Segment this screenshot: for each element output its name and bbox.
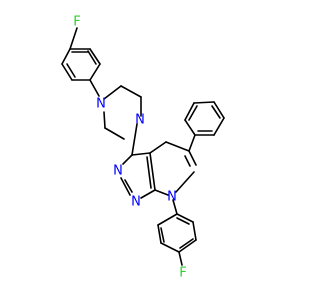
bond [61,48,71,65]
bond [188,134,196,152]
bond [188,150,197,166]
nitrogen-atom-piperazine-1: N [96,97,106,112]
bond [160,227,165,243]
bond [213,117,225,136]
bond [140,189,156,199]
bond [154,189,169,196]
bond [66,63,76,78]
bond [193,101,215,104]
bond [120,85,142,98]
bond [165,141,190,152]
bond [149,141,167,154]
bond [160,242,180,253]
bond [157,213,178,226]
bond [176,217,190,225]
bonds-layer [61,27,225,266]
bond [192,221,197,241]
bond [184,155,191,167]
bond [103,111,106,129]
bond [146,156,152,189]
bond [104,127,125,140]
bond [103,85,122,100]
bond [178,251,183,266]
nitrogen-atom-pyrimidine-1: N [113,164,123,179]
bond [120,177,131,196]
bond [176,213,194,223]
bond [89,79,100,97]
nitrogen-atom-pyrrole: N [167,190,177,205]
bond [131,152,151,156]
bond [124,179,133,193]
structure-canvas: F N N N N N F [61,14,225,281]
bond [89,48,101,65]
bond [184,119,196,136]
bond [157,224,162,244]
bond [184,102,195,121]
bond [188,105,198,121]
fluorine-atom-top: F [73,15,80,30]
nitrogen-atom-piperazine-4: N [135,113,145,128]
fluorine-atom-bottom: F [179,266,186,281]
nitrogen-atom-pyrimidine-3: N [131,195,141,210]
atom-labels: F N N N N N F [73,15,186,281]
bond [89,63,101,81]
bond [213,101,225,119]
bond [61,63,73,81]
bond [172,199,178,215]
bond [211,105,221,119]
bond [175,171,195,193]
bond [149,152,156,191]
bond [122,154,133,165]
bond [179,238,194,249]
bond [131,123,138,156]
molecule-structure: F N N N N N F [61,15,225,281]
bond [69,27,78,50]
bond [178,239,197,253]
bond [87,50,97,65]
